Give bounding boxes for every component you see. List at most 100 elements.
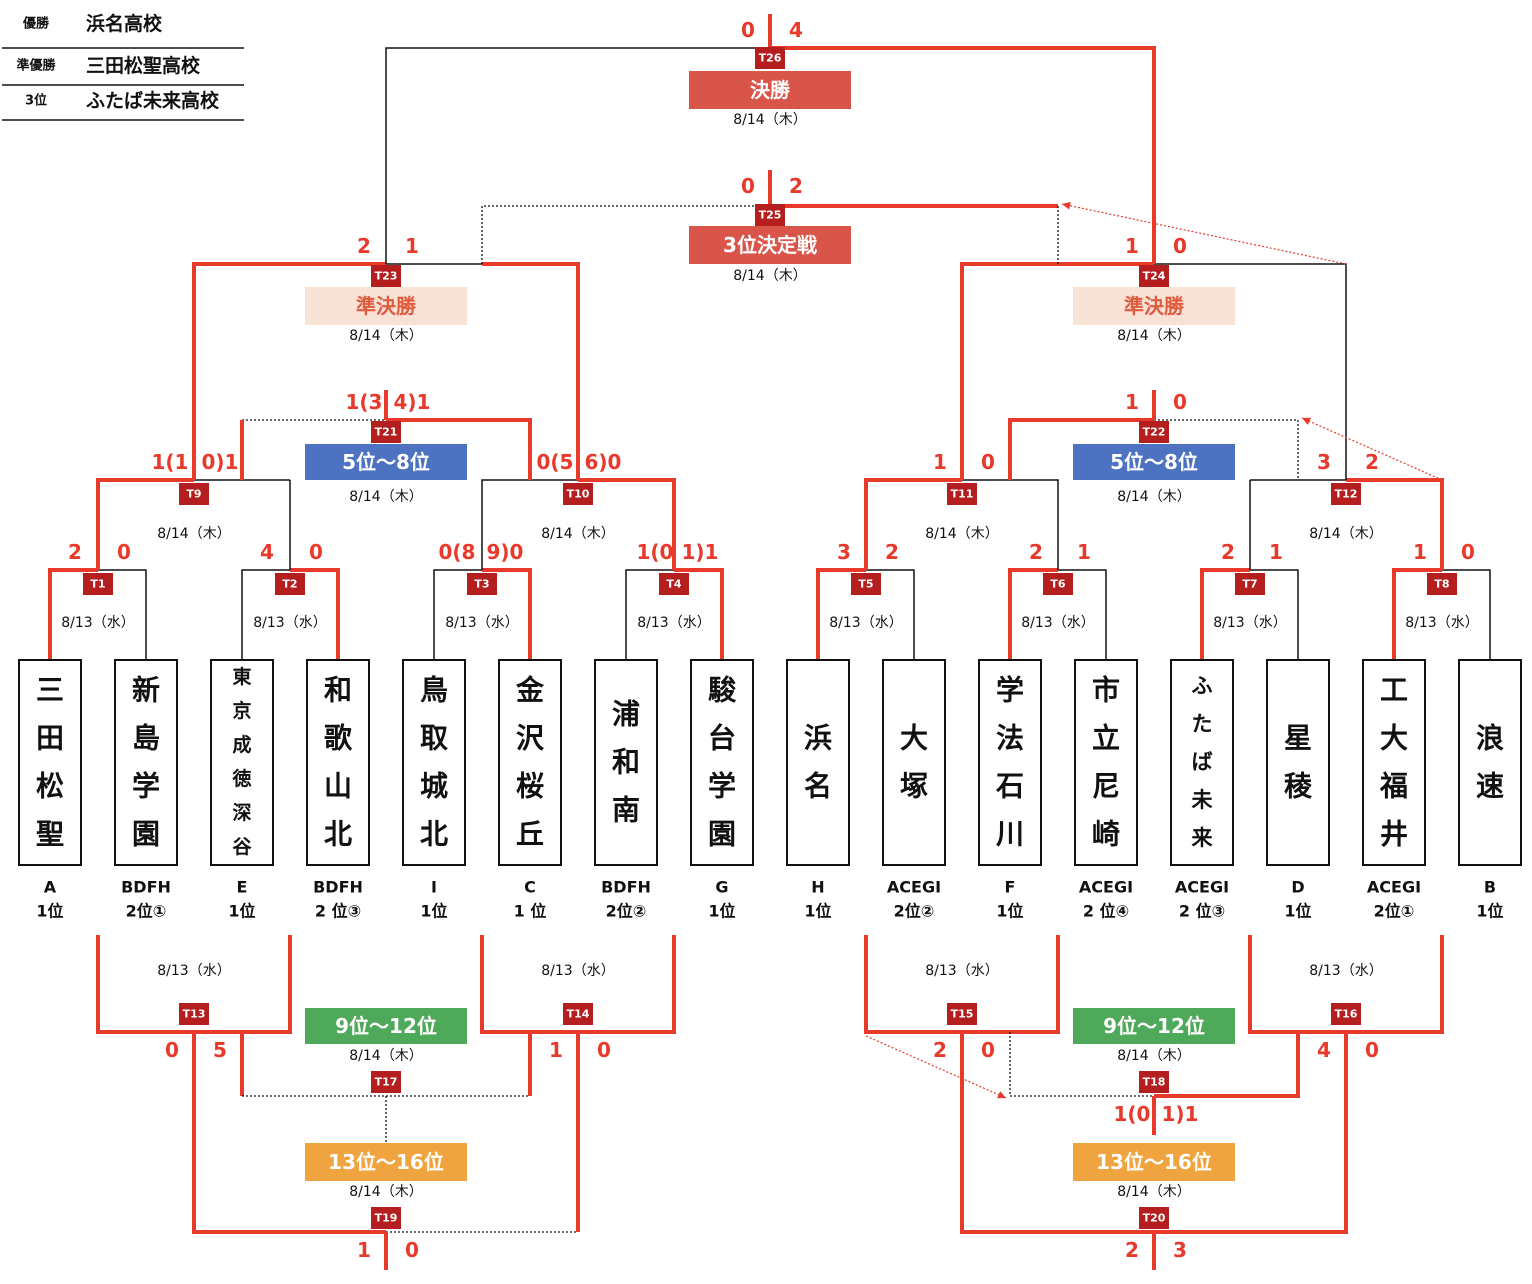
match-date: 8/14（木） [733,112,806,128]
match-tag-text: T9 [186,488,201,501]
team-box [594,659,658,866]
score: 0 [309,540,323,564]
score: 1 [1413,540,1427,564]
match-tag-text: T11 [951,488,974,501]
team-box [498,659,562,866]
team-name-char: 北 [420,818,448,851]
result-label: 3位 [25,93,47,109]
winner-path [864,935,962,1034]
team-rank: 2位② [894,902,935,921]
team-box [882,659,946,866]
match-tag-text: T26 [759,52,782,65]
team-box [306,659,370,866]
score: 0 [741,174,755,198]
score: 2 [357,234,371,258]
team-rank: 1位 [228,902,255,921]
winner-path [482,262,580,480]
match-tag [371,265,401,287]
winner-path [1346,935,1444,1034]
score: 1 [1077,540,1091,564]
team-rank: 1位 [804,902,831,921]
score: 1 [1269,540,1283,564]
team-group: D [1291,878,1304,897]
team-rank: 2 位③ [1179,902,1225,921]
arrow-line [1301,417,1443,481]
score: 0 [981,1038,995,1062]
score: 0(5 [537,450,574,474]
score: 0 [597,1038,611,1062]
match-tag [83,573,113,595]
match-tag [1139,421,1169,443]
score: 2 [1221,540,1235,564]
thirteenth-place-box-text: 13位〜16位 [328,1150,444,1174]
team-box [1074,659,1138,866]
score: 2 [1029,540,1043,564]
team-box [978,659,1042,866]
bracket-line [481,479,578,570]
score: 3 [837,540,851,564]
winner-path [194,935,292,1034]
team-group: ACEGI [1079,878,1133,897]
winner-path [960,1032,1154,1234]
team-group: BDFH [601,878,651,897]
match-date: 8/13（水） [253,615,326,631]
match-date: 8/13（水） [541,963,614,979]
match-date: 8/14（木） [1309,526,1382,542]
team-name-char: 来 [1192,826,1214,850]
winner-path [386,418,532,480]
winner-path [578,935,676,1034]
winner-path [674,568,724,660]
team-name-char: 未 [1192,788,1213,812]
team-group: E [237,878,248,897]
score: 1 [549,1038,563,1062]
winner-path [1392,568,1442,660]
winner-path [482,568,532,660]
match-date: 8/13（水） [829,615,902,631]
team-rank: 1位 [708,902,735,921]
team-name-char: 三 [36,674,64,707]
team-group: I [431,878,437,897]
team-box [18,659,82,866]
match-tag [1139,265,1169,287]
team-group: A [44,878,57,897]
dashed-bracket-line [481,205,770,264]
match-tag [1139,1071,1169,1093]
team-box [210,659,274,866]
team-name-char: 鳥 [420,674,448,707]
team-name-char: ば [1192,750,1213,774]
semifinal-box [1073,287,1235,325]
team-name-char: 南 [612,794,640,827]
match-tag [371,421,401,443]
bracket-line [433,569,482,660]
bracket-line [1058,569,1107,660]
winner-path [96,935,194,1034]
team-name-char: 学 [708,770,736,803]
match-date: 8/14（木） [925,526,998,542]
match-date: 8/14（木） [349,1048,422,1064]
team-name-char: 谷 [232,836,252,858]
score: 0 [1173,390,1187,414]
result-label: 準優勝 [16,58,56,74]
team-group: ACEGI [887,878,941,897]
team-name-char: 速 [1476,770,1504,803]
fifth-place-box-text: 5位〜8位 [1110,450,1198,474]
team-name-char: 学 [132,770,160,803]
score: 2 [933,1038,947,1062]
team-group: G [715,878,728,897]
winner-path [770,46,1156,264]
team-name-char: 石 [995,770,1024,803]
match-tag-text: T1 [90,578,105,591]
team-box [402,659,466,866]
match-tag [1043,573,1073,595]
match-tag-text: T3 [474,578,489,591]
score: 0 [117,540,131,564]
team-name-char: 川 [996,818,1024,851]
bracket-line [866,569,915,660]
bracket-line [1442,569,1491,660]
team-name-char: 新 [132,674,160,707]
score: 1(3 [346,390,383,414]
match-date: 8/14（木） [349,489,422,505]
third-place-box [689,226,851,264]
bracket-line [241,569,290,660]
team-box [1266,659,1330,866]
